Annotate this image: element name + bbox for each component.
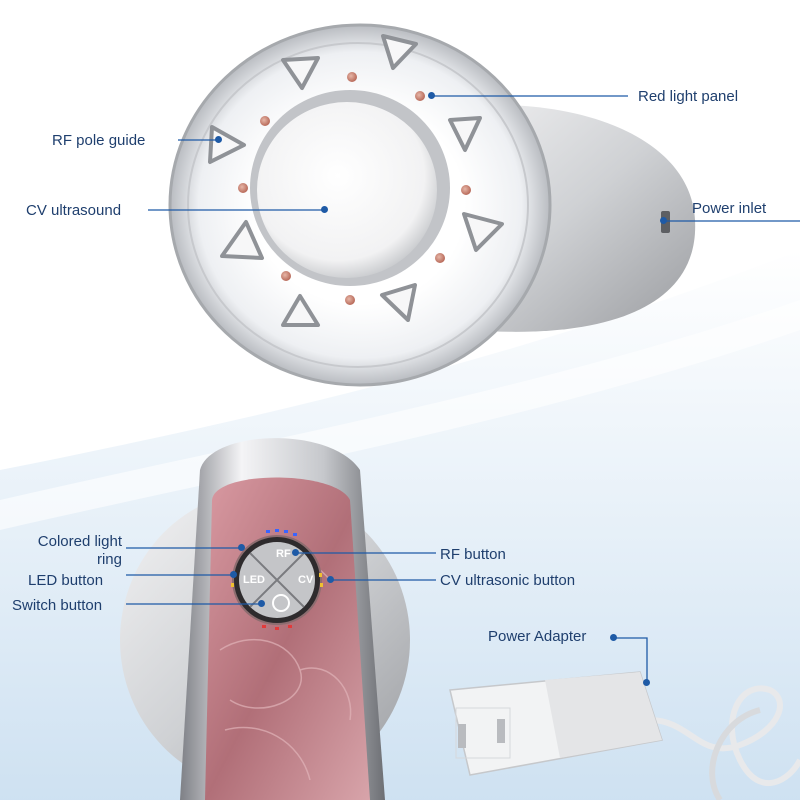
label-switch-button: Switch button [12,597,103,614]
label-led-button: LED button [28,572,104,589]
center-disc [257,102,437,278]
label-colored-light-ring: Colored light ring [10,533,122,569]
red-light-dot [345,295,355,305]
label-cv-ultrasonic-button: CV ultrasonic button [440,572,576,589]
device-pink-panel [205,477,370,800]
rf-button-text: RF [276,548,291,560]
callout-dot [292,549,299,556]
adapter-prong [458,724,466,748]
label-cv-ultrasound: CV ultrasound [26,202,122,219]
rf-pole [281,56,320,90]
bottom-device [120,438,410,800]
callout-dot [643,679,650,686]
label-power-adapter: Power Adapter [488,628,587,645]
red-light-dot [435,253,445,263]
label-rf-pole-guide: RF pole guide [52,132,146,149]
rf-pole [381,34,418,70]
label-red-light-panel: Red light panel [638,88,739,105]
red-light-dot [461,185,471,195]
led-button-text: LED [243,574,265,586]
red-light-dot [415,91,425,101]
control-cluster [231,529,323,630]
rf-pole [220,220,264,260]
switch-button-icon [272,594,290,612]
rf-pole [380,283,417,322]
label-power-inlet: Power inlet [692,200,767,217]
top-device [168,23,696,387]
callout-dot [610,634,617,641]
callout-dot [428,92,435,99]
callout-dot [660,217,667,224]
callout-lines [126,95,800,683]
callout-dot [238,544,245,551]
label-rf-button: RF button [440,546,506,563]
adapter-cable [649,685,800,786]
callout-dot [215,136,222,143]
red-light-dots [238,72,471,305]
label-colored-light-ring-line2: ring [96,551,122,568]
rf-pole [208,125,246,164]
label-colored-light-ring-line1: Colored light [37,533,122,550]
rf-pole [462,212,504,252]
callout-dot [258,600,265,607]
callout-dot [327,576,334,583]
red-light-dot [347,72,357,82]
rf-poles [208,34,504,327]
adapter-prong [497,719,505,743]
rf-pole [281,294,320,327]
callout-dot [321,206,328,213]
red-light-dot [238,183,248,193]
head-inner-rim [187,42,529,368]
red-light-dot [260,116,270,126]
red-light-dot [281,271,291,281]
cv-button-text: CV [298,574,314,586]
rf-pole [448,116,482,152]
callout-dot [230,571,237,578]
power-adapter [449,671,800,800]
